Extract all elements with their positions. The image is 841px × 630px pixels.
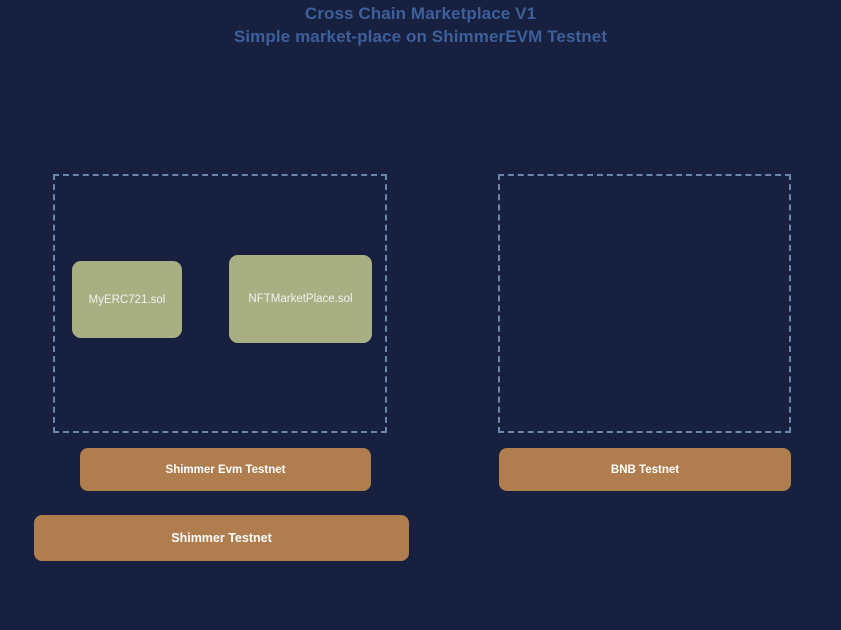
network-button-shimmer-testnet[interactable]: Shimmer Testnet — [34, 515, 409, 561]
group-container-shimmer-evm — [53, 174, 387, 433]
contract-node-label: NFTMarketPlace.sol — [248, 293, 353, 305]
network-button-label: BNB Testnet — [610, 463, 680, 476]
network-button-shimmer-evm-testnet[interactable]: Shimmer Evm Testnet — [80, 448, 371, 491]
contract-node-label: MyERC721.sol — [88, 293, 166, 306]
contract-node-nftmarketplace[interactable]: NFTMarketPlace.sol — [229, 255, 372, 343]
network-button-bnb-testnet[interactable]: BNB Testnet — [499, 448, 791, 491]
page-subtitle: Simple market-place on ShimmerEVM Testne… — [233, 27, 608, 46]
contract-node-myerc721[interactable]: MyERC721.sol — [72, 261, 182, 338]
page-title: Cross Chain Marketplace V1 Simple market… — [0, 0, 841, 48]
page-title-main: Cross Chain Marketplace V1 — [304, 4, 537, 23]
network-button-label: Shimmer Evm Testnet — [165, 463, 286, 476]
network-button-label: Shimmer Testnet — [171, 531, 272, 545]
group-container-bnb — [498, 174, 791, 433]
